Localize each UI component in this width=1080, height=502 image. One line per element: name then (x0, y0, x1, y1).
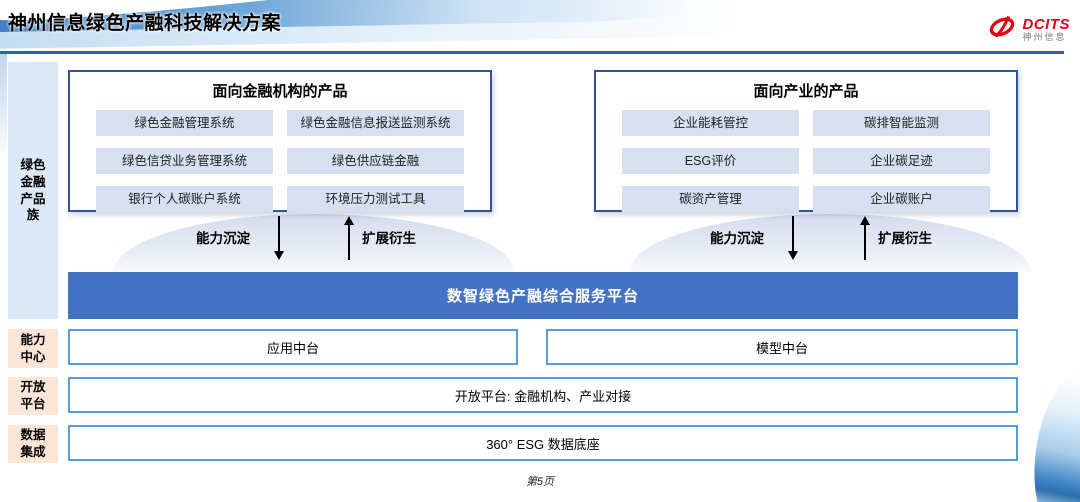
product-item: 碳资产管理 (622, 186, 799, 212)
capability-settling-label: 能力沉淀 (710, 231, 764, 246)
sidebar-item-open-platform: 开放 平台 (8, 377, 58, 415)
platform-bar: 数智绿色产融综合服务平台 (68, 272, 1018, 319)
product-item: 企业碳足迹 (813, 148, 990, 174)
product-item: 企业碳账户 (813, 186, 990, 212)
dcits-logo: DCITS 神州信息 (985, 12, 1071, 47)
left-edge-fade (0, 52, 7, 162)
product-item: 绿色信贷业务管理系统 (96, 148, 273, 174)
sidebar-item-capability-center: 能力 中心 (8, 329, 58, 368)
logo-brand-cn: 神州信息 (1022, 31, 1067, 42)
page-title: 神州信息绿色产融科技解决方案 (8, 13, 282, 34)
product-box-title: 面向金融机构的产品 (212, 83, 348, 100)
product-item: ESG评价 (622, 148, 799, 174)
product-item: 碳排智能监测 (813, 110, 990, 136)
dcits-swirl-icon (985, 12, 1019, 47)
down-arrow-icon (274, 216, 284, 260)
corner-blade-shape (1019, 377, 1080, 502)
esg-data-base-box: 360° ESG 数据底座 (68, 425, 1018, 461)
dome-left (114, 214, 514, 272)
page-number: 第5页 (525, 476, 555, 488)
product-box-financial-institutions: 面向金融机构的产品 绿色金融管理系统 绿色金融信息报送监测系统 绿色信贷业务管理… (68, 70, 492, 212)
product-item: 银行个人碳账户系统 (96, 186, 273, 212)
product-item: 绿色供应链金融 (287, 148, 464, 174)
dome-right (630, 214, 1030, 272)
logo-brand-en: DCITS (1022, 15, 1070, 33)
capability-settling-label: 能力沉淀 (196, 231, 250, 246)
application-middle-platform-box: 应用中台 (68, 329, 518, 365)
product-item: 绿色金融信息报送监测系统 (287, 110, 464, 136)
product-item: 环境压力测试工具 (287, 186, 464, 212)
header-divider-line (0, 51, 1064, 54)
product-grid: 绿色金融管理系统 绿色金融信息报送监测系统 绿色信贷业务管理系统 绿色供应链金融… (70, 101, 490, 212)
product-item: 绿色金融管理系统 (96, 110, 273, 136)
down-arrow-icon (788, 216, 798, 260)
logo-text: DCITS 神州信息 (1023, 17, 1071, 42)
sidebar-item-green-finance-family: 绿色 金融 产品 族 (8, 62, 58, 319)
sidebar-item-data-integration: 数据 集成 (8, 425, 58, 463)
up-arrow-icon (344, 216, 354, 260)
product-grid: 企业能耗管控 碳排智能监测 ESG评价 企业碳足迹 碳资产管理 企业碳账户 (596, 101, 1016, 212)
open-platform-box: 开放平台: 金融机构、产业对接 (68, 377, 1018, 413)
product-box-title: 面向产业的产品 (753, 83, 859, 100)
product-box-industry: 面向产业的产品 企业能耗管控 碳排智能监测 ESG评价 企业碳足迹 碳资产管理 … (594, 70, 1018, 212)
product-item: 企业能耗管控 (622, 110, 799, 136)
up-arrow-icon (860, 216, 870, 260)
expansion-derivation-label: 扩展衍生 (878, 231, 932, 246)
expansion-derivation-label: 扩展衍生 (362, 231, 416, 246)
model-middle-platform-box: 模型中台 (546, 329, 1018, 365)
